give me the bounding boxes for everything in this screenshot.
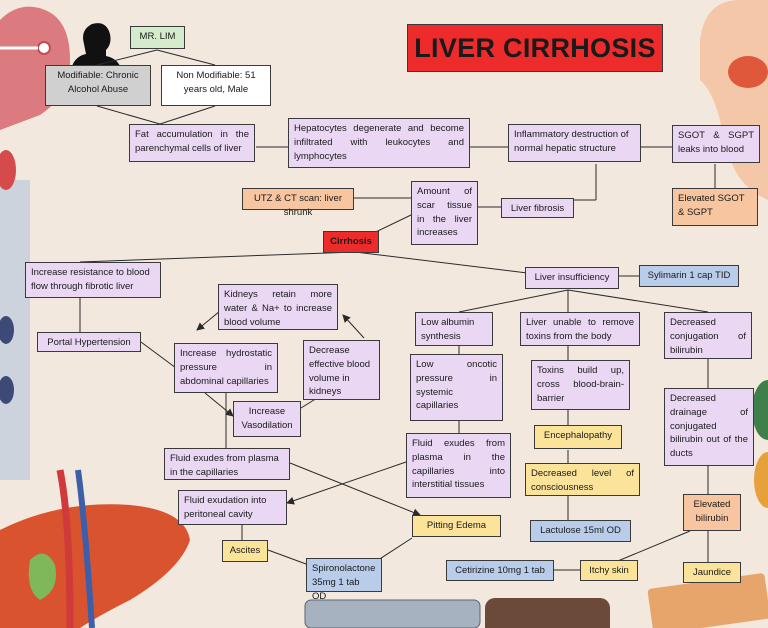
liver-insufficiency-node: Liver insufficiency xyxy=(525,267,619,289)
decreased-conjugation-node: Decreased conjugation of bilirubin xyxy=(664,312,752,359)
decrease-effective-node: Decrease effective blood volume in kidne… xyxy=(303,340,380,400)
spironolactone-node: Spironolactone 35mg 1 tab OD xyxy=(306,558,382,602)
cirrhosis-node: Cirrhosis xyxy=(323,231,379,253)
blood-vessel-icon xyxy=(56,469,74,628)
pill-icon xyxy=(0,150,16,190)
liver-illustration-icon xyxy=(0,504,190,628)
pill-icon-3 xyxy=(0,376,14,404)
sylimarin-node: Sylimarin 1 cap TID xyxy=(639,265,739,287)
connector-dot-icon xyxy=(37,41,51,55)
clipboard-icon xyxy=(647,573,768,628)
ascites-node: Ascites xyxy=(222,540,268,562)
low-albumin-node: Low albumin synthesis xyxy=(415,312,493,346)
hepatocytes-node: Hepatocytes degenerate and become infilt… xyxy=(288,118,470,168)
fluid-exudes-interstitial-node: Fluid exudes from plasma in the capillar… xyxy=(406,433,511,498)
pill-icon-2 xyxy=(0,316,14,344)
fluid-exudes-capillaries-node: Fluid exudes from plasma in the capillar… xyxy=(164,448,290,480)
torso-illustration-icon xyxy=(700,0,768,200)
liver-fibrosis-node: Liver fibrosis xyxy=(501,198,574,218)
connector-lines xyxy=(79,49,716,571)
portal-hypertension-node: Portal Hypertension xyxy=(37,332,141,352)
patient-node: MR. LIM xyxy=(130,26,185,49)
gallbladder-icon xyxy=(28,553,56,600)
fat-accumulation-node: Fat accumulation in the parenchymal cell… xyxy=(129,124,255,162)
decreased-drainage-node: Decreased drainage of conjugated bilirub… xyxy=(664,388,754,466)
increase-vasodilation-node: Increase Vasodilation xyxy=(233,401,301,437)
scar-tissue-node: Amount of scar tissue in the liver incre… xyxy=(411,181,478,245)
patient-silhouette-icon xyxy=(72,23,120,66)
side-organ-icon-2 xyxy=(754,452,768,508)
utz-ct-node: UTZ & CT scan: liver shrunk xyxy=(242,188,354,218)
jaundice-node: Jaundice xyxy=(683,562,741,583)
elevated-bilirubin-node: Elevated bilirubin xyxy=(683,494,741,531)
pitting-edema-node: Pitting Edema xyxy=(412,515,501,537)
toxins-build-node: Toxins build up, cross blood-brain-barri… xyxy=(531,360,630,410)
kidneys-retain-node: Kidneys retain more water & Na+ to incre… xyxy=(218,284,338,330)
torso-liver-icon xyxy=(728,56,768,88)
lactulose-node: Lactulose 15ml OD xyxy=(530,520,631,542)
page-title: LIVER CIRRHOSIS xyxy=(407,24,663,72)
blood-vessel-icon-2 xyxy=(75,469,95,628)
decreased-consciousness-node: Decreased level of consciousness xyxy=(525,463,640,496)
side-organ-icon xyxy=(752,380,768,440)
sgot-leaks-node: SGOT & SGPT leaks into blood xyxy=(672,125,760,163)
increase-resistance-node: Increase resistance to blood flow throug… xyxy=(25,262,161,298)
non-modifiable-risk-node: Non Modifiable: 51 years old, Male xyxy=(161,65,271,106)
low-oncotic-node: Low oncotic pressure in systemic capilla… xyxy=(410,354,503,421)
inflammatory-destruction-node: Inflammatory destruction of normal hepat… xyxy=(508,124,641,162)
modifiable-risk-node: Modifiable: Chronic Alcohol Abuse xyxy=(45,65,151,106)
medical-bag-icon xyxy=(485,598,610,628)
cetirizine-node: Cetirizine 10mg 1 tab xyxy=(446,560,554,581)
liver-unable-node: Liver unable to remove toxins from the b… xyxy=(520,312,640,346)
fluid-exudation-peritoneal-node: Fluid exudation into peritoneal cavity xyxy=(178,490,287,525)
encephalopathy-node: Encephalopathy xyxy=(534,425,622,449)
increase-hydrostatic-node: Increase hydrostatic pressure in abdomin… xyxy=(174,343,278,393)
elevated-sgot-node: Elevated SGOT & SGPT xyxy=(672,188,758,226)
itchy-skin-node: Itchy skin xyxy=(580,560,638,581)
tray-icon xyxy=(304,599,481,628)
